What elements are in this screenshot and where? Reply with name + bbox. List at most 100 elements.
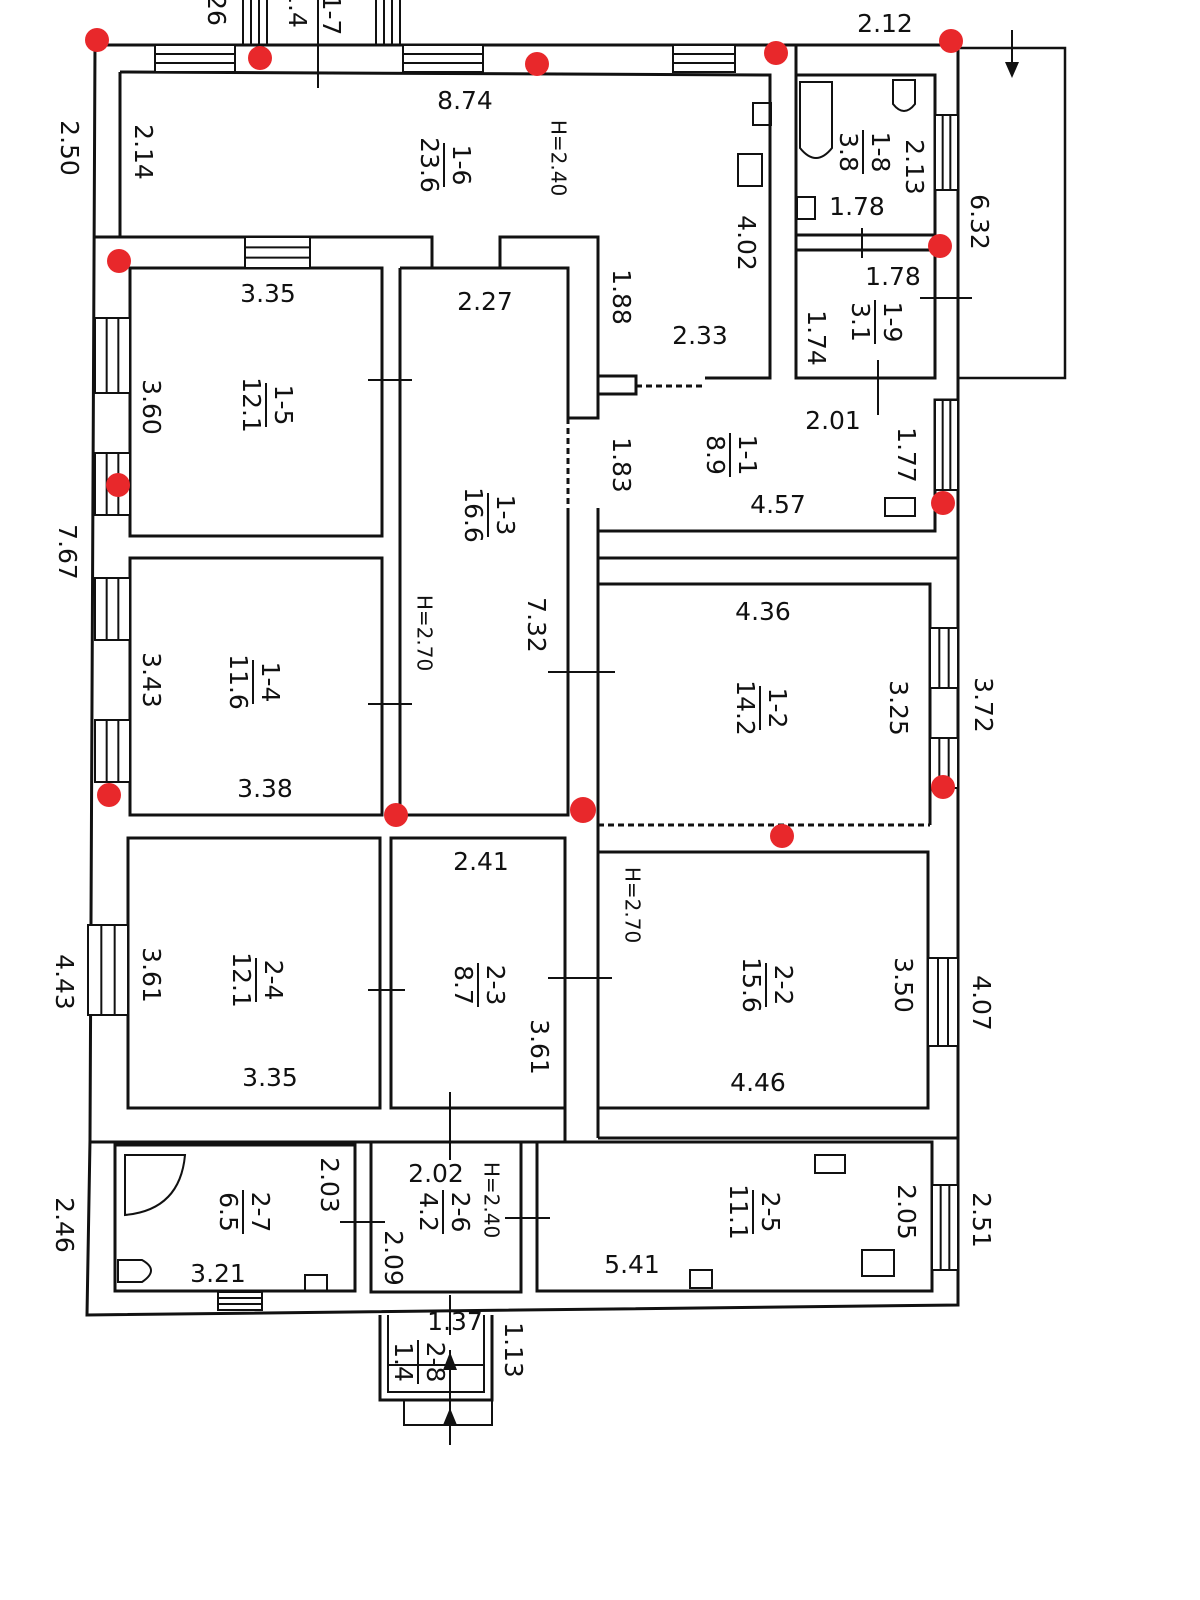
ceiling-height-2-2: H=2.70 (621, 867, 645, 943)
red-marker[interactable] (85, 28, 109, 52)
dimension-1-9: 1.74 (802, 310, 831, 366)
dimension-1-2: 3.25 (884, 680, 913, 736)
dimension-1-6: 2.33 (672, 321, 728, 350)
room-area: 1.4 (389, 1342, 418, 1382)
dimension-2-3: 2.41 (453, 847, 509, 876)
sink-icon (752, 102, 772, 126)
shower-icon (124, 1154, 187, 1217)
wall-room-1-8-1-9 (794, 45, 937, 380)
red-marker[interactable] (384, 803, 408, 827)
watermark-icon (570, 797, 596, 823)
wall-1-6-partition (498, 235, 600, 420)
window (94, 719, 131, 783)
red-marker[interactable] (248, 46, 272, 70)
window (931, 1184, 959, 1271)
wall-room-2-8 (378, 1315, 494, 1402)
wall-room-2-8-inner (387, 1315, 485, 1393)
room-area: 4.2 (414, 1192, 443, 1232)
dimension-1-6: 1.88 (607, 269, 636, 325)
room-number: 1-3 (491, 495, 520, 536)
stove-icon (737, 153, 763, 187)
room-area: 3.8 (834, 132, 863, 172)
room-number: 2-5 (756, 1192, 785, 1233)
room-area: 6.5 (214, 1192, 243, 1232)
window (927, 957, 959, 1047)
room-number: 2-3 (481, 965, 510, 1006)
red-marker[interactable] (770, 824, 794, 848)
boiler-icon (814, 1154, 846, 1174)
dimension-1-1: 1.83 (607, 437, 636, 493)
dimension-1-9: 1.78 (865, 262, 921, 291)
room-number: 1-2 (763, 688, 792, 729)
window (402, 44, 484, 73)
wall-1-6-bottom (95, 235, 434, 268)
room-number: 1-5 (269, 385, 298, 426)
wall-room-1-2 (596, 508, 932, 825)
ceiling-height-1-3: H=2.70 (413, 595, 437, 671)
room-number: 1-6 (447, 145, 476, 186)
dimension-1-5: 3.60 (137, 379, 166, 435)
dimension-1-4: 3.43 (137, 652, 166, 708)
room-label-2-2: 2-215.6 (737, 957, 798, 1013)
dimension-1-6: 4.02 (732, 215, 761, 271)
dimension-1-8: 1.78 (829, 192, 885, 221)
dimension-2-2: 4.46 (730, 1068, 786, 1097)
room-number: 2-2 (769, 965, 798, 1006)
room-label-2-4: 2-412.1 (227, 952, 288, 1008)
boiler-icon (884, 497, 916, 517)
dimension-1-1: 2.01 (805, 406, 861, 435)
room-label-2-3: 2-38.7 (449, 963, 510, 1007)
dimension-1-3: 7.32 (522, 597, 551, 653)
entry-arrow-icon (443, 1352, 457, 1425)
wall-stub (598, 374, 638, 396)
dimension-1-2: 4.36 (735, 597, 791, 626)
red-marker[interactable] (525, 52, 549, 76)
exterior-dimension-top: 2.12 (857, 9, 913, 38)
red-marker[interactable] (764, 41, 788, 65)
wall-room-1-6 (119, 70, 772, 380)
exterior-dimension-right: 2.51 (967, 1192, 996, 1248)
red-marker[interactable] (106, 473, 130, 497)
room-number-1-7: 1-7 (317, 0, 346, 35)
stove-icon (861, 1249, 895, 1277)
room-area: 16.6 (459, 487, 488, 543)
exterior-dimension-left: 7.67 (53, 524, 82, 580)
dimension-2-5: 2.05 (892, 1184, 921, 1240)
window (929, 627, 959, 689)
red-marker[interactable] (107, 249, 131, 273)
window (217, 1291, 263, 1311)
dimension-1-3: 2.27 (457, 287, 513, 316)
red-marker[interactable] (939, 29, 963, 53)
red-marker[interactable] (97, 783, 121, 807)
fixtures (117, 30, 1019, 1445)
room-area: 12.1 (227, 952, 256, 1008)
dimension-2-7: 2.03 (315, 1157, 344, 1213)
sink-icon (304, 1274, 328, 1292)
room-area: 15.6 (737, 957, 766, 1013)
dimension-1-6: 2.14 (129, 124, 158, 180)
wall-room-1-4 (128, 556, 384, 817)
room-number: 1-9 (878, 302, 907, 343)
room-area: 23.6 (415, 137, 444, 193)
room-label-2-7: 2-76.5 (214, 1190, 275, 1234)
red-marker[interactable] (928, 234, 952, 258)
red-marker[interactable] (931, 775, 955, 799)
red-marker[interactable] (931, 491, 955, 515)
window (94, 577, 131, 641)
dimension-2-4: 3.61 (137, 947, 166, 1003)
wall-1-8-1-9-divider (796, 233, 935, 252)
room-area: 14.2 (731, 680, 760, 736)
room-number: 1-4 (256, 662, 285, 703)
room-area: 3.1 (846, 302, 875, 342)
dimension-2-8: 1.37 (427, 1307, 483, 1336)
room-label-1-5: 1-512.1 (237, 377, 298, 433)
entry-arrow-icon (1005, 62, 1019, 78)
dimension-1-1: 4.57 (750, 490, 806, 519)
dimension-1-8: 2.13 (900, 139, 929, 195)
window (934, 399, 959, 491)
window (672, 44, 736, 73)
windows (87, 44, 959, 1311)
room-label-2-8: 2-81.4 (389, 1340, 450, 1384)
